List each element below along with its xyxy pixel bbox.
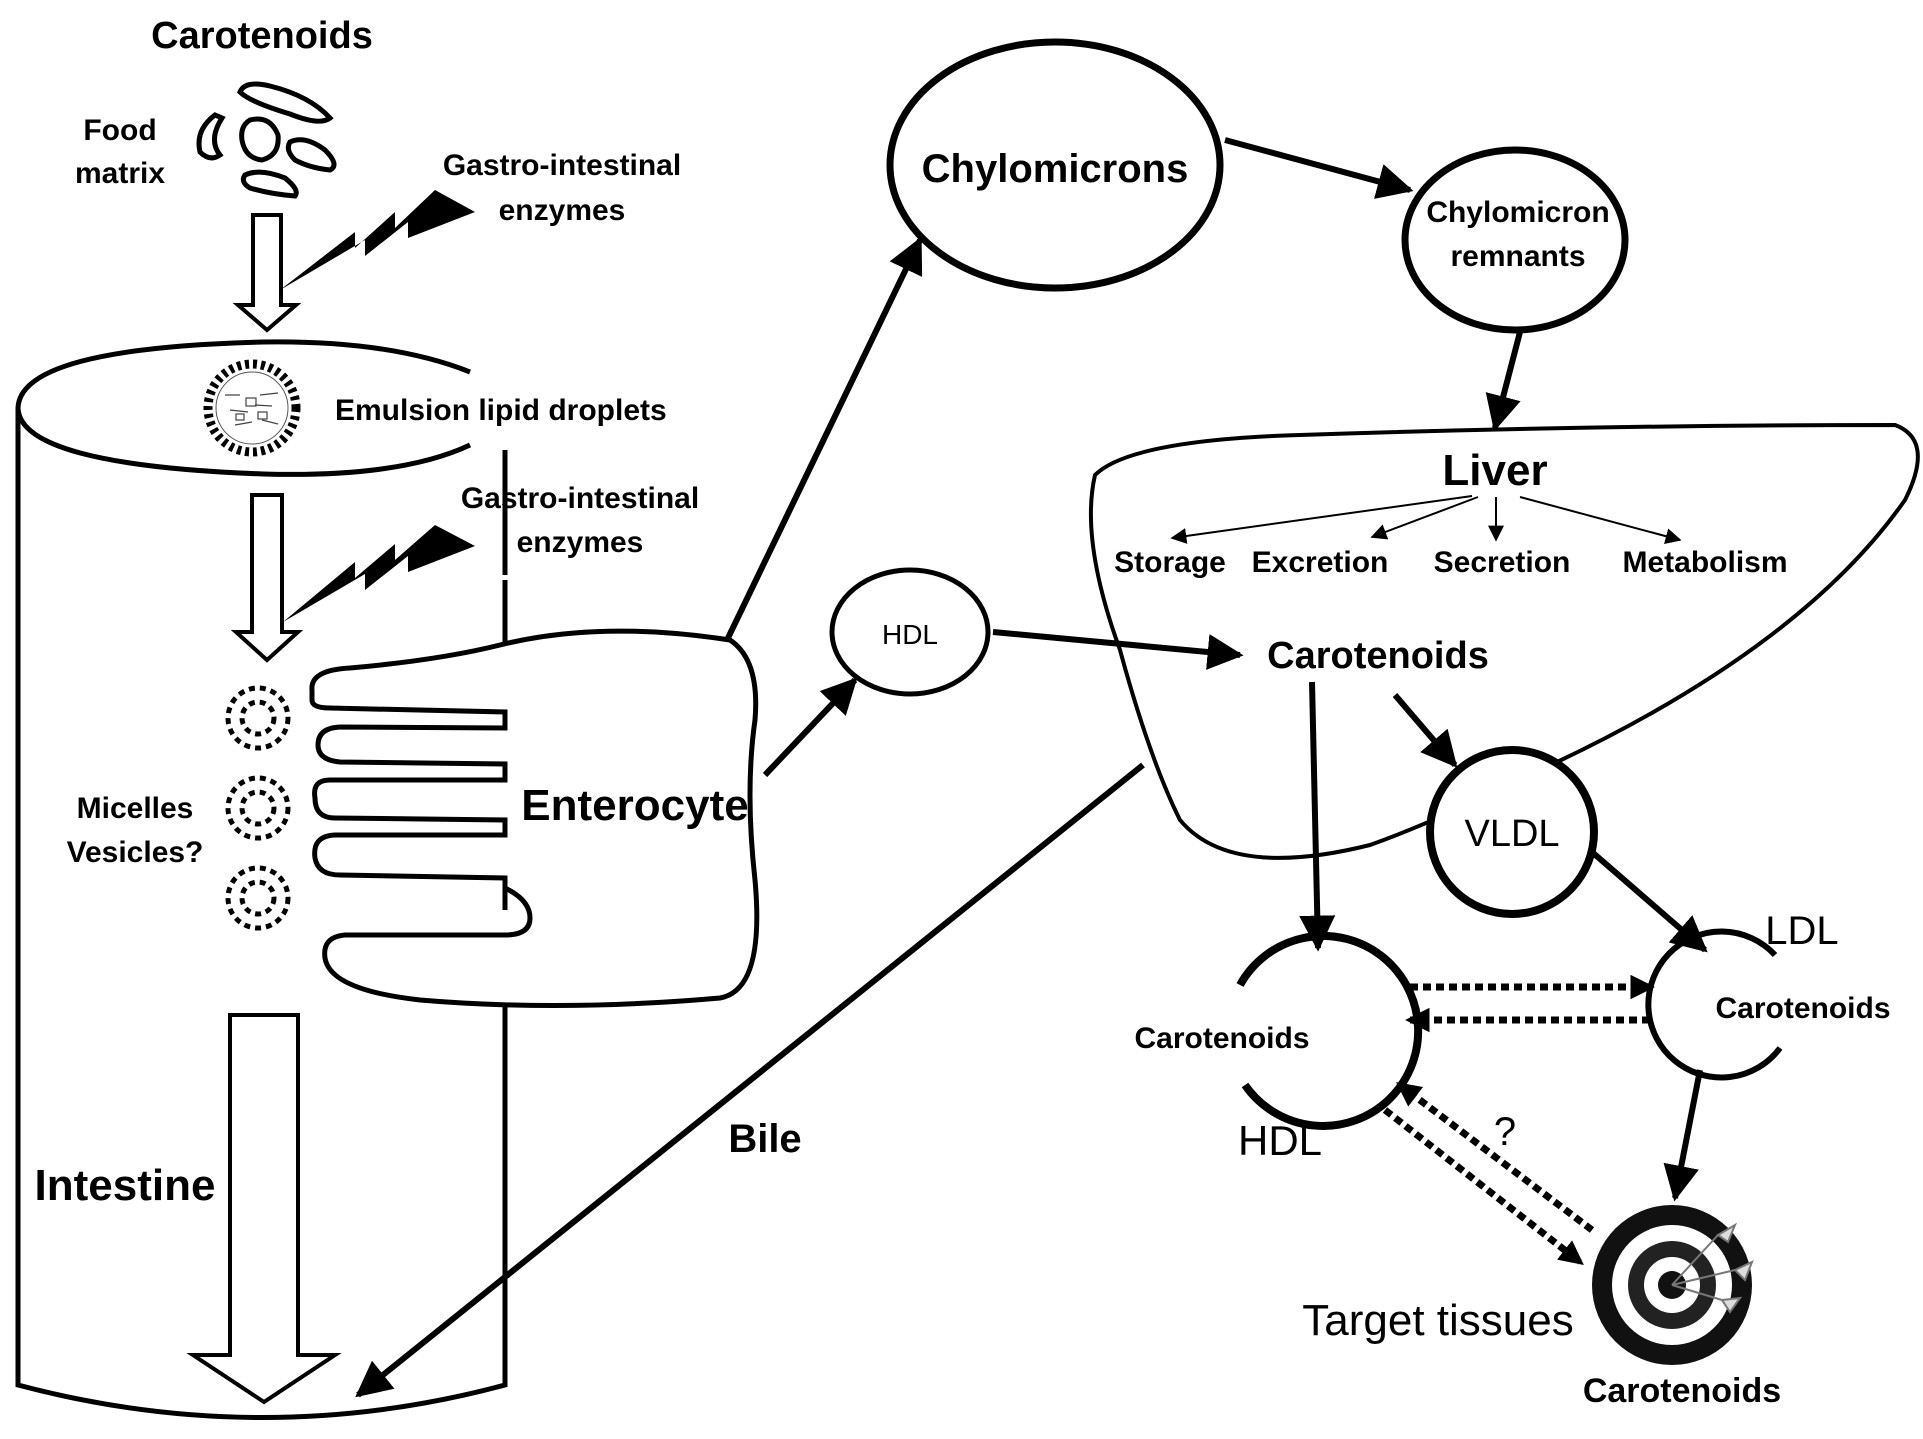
target-tissues-label: Target tissues	[1302, 1296, 1573, 1345]
excretion-label: Excretion	[1252, 546, 1389, 579]
carotenoids-target-label: Carotenoids	[1583, 1372, 1781, 1410]
matrix-label: matrix	[75, 157, 165, 190]
vesicles-label: Vesicles?	[67, 836, 204, 869]
dotted-arrow	[1382, 974, 1655, 1266]
chylo-remnants-a-label: Chylomicron	[1426, 196, 1609, 229]
storage-label: Storage	[1114, 546, 1226, 579]
hdl-small-label: HDL	[882, 619, 938, 650]
micelle-icon	[225, 775, 291, 841]
gi-enzymes-2a-label: Gastro-intestinal	[461, 482, 699, 515]
carotenoids-hdl-label: Carotenoids	[1134, 1022, 1309, 1055]
ldl-label: LDL	[1765, 909, 1838, 953]
ldl-node	[1645, 928, 1783, 1081]
emulsion-label: Emulsion lipid droplets	[335, 394, 667, 427]
chylo-remnants-b-label: remnants	[1450, 240, 1585, 273]
hollow-arrow-middle	[230, 493, 304, 663]
carotenoids-top-label: Carotenoids	[151, 15, 373, 57]
food-label: Food	[83, 114, 156, 147]
gi-enzymes-2b-label: enzymes	[517, 526, 644, 559]
enterocyte-label: Enterocyte	[521, 781, 748, 830]
micelle-icon	[225, 685, 291, 751]
lightning-bolt-icon	[283, 525, 475, 622]
vldl-node	[1426, 746, 1598, 918]
gi-enzymes-1b-label: enzymes	[499, 194, 626, 227]
liver-label: Liver	[1442, 446, 1547, 495]
carotenoids-ldl-label: Carotenoids	[1715, 992, 1890, 1025]
bile-label: Bile	[728, 1117, 801, 1161]
vldl-label: VLDL	[1464, 813, 1559, 855]
secretion-label: Secretion	[1434, 546, 1571, 579]
intestine-label: Intestine	[35, 1161, 216, 1210]
metabolism-label: Metabolism	[1622, 546, 1787, 579]
arrow	[355, 137, 1708, 1398]
emulsion-droplet-icon	[203, 359, 301, 457]
lightning-bolt-icon	[280, 190, 475, 290]
chylomicrons-node	[886, 38, 1224, 292]
hdl-small-node	[829, 567, 991, 697]
question-mark-label: ?	[1494, 1110, 1516, 1154]
chylomicron-remnants-node	[1401, 146, 1629, 334]
arrow	[1170, 495, 1682, 544]
micelle-icon	[225, 865, 291, 931]
hollow-arrow-top	[232, 213, 302, 333]
carotenoids-liver-label: Carotenoids	[1267, 635, 1489, 677]
food-matrix-particles	[196, 81, 337, 199]
liver-organ	[1088, 422, 1920, 860]
hollow-arrow-intestine	[186, 1013, 342, 1405]
micelles-label: Micelles	[77, 792, 194, 825]
hdl-big-label: HDL	[1238, 1117, 1322, 1164]
enterocyte-cell	[309, 628, 760, 1009]
target-icon	[1592, 1205, 1754, 1365]
gi-enzymes-1a-label: Gastro-intestinal	[443, 149, 681, 182]
chylomicrons-label: Chylomicrons	[922, 147, 1189, 191]
